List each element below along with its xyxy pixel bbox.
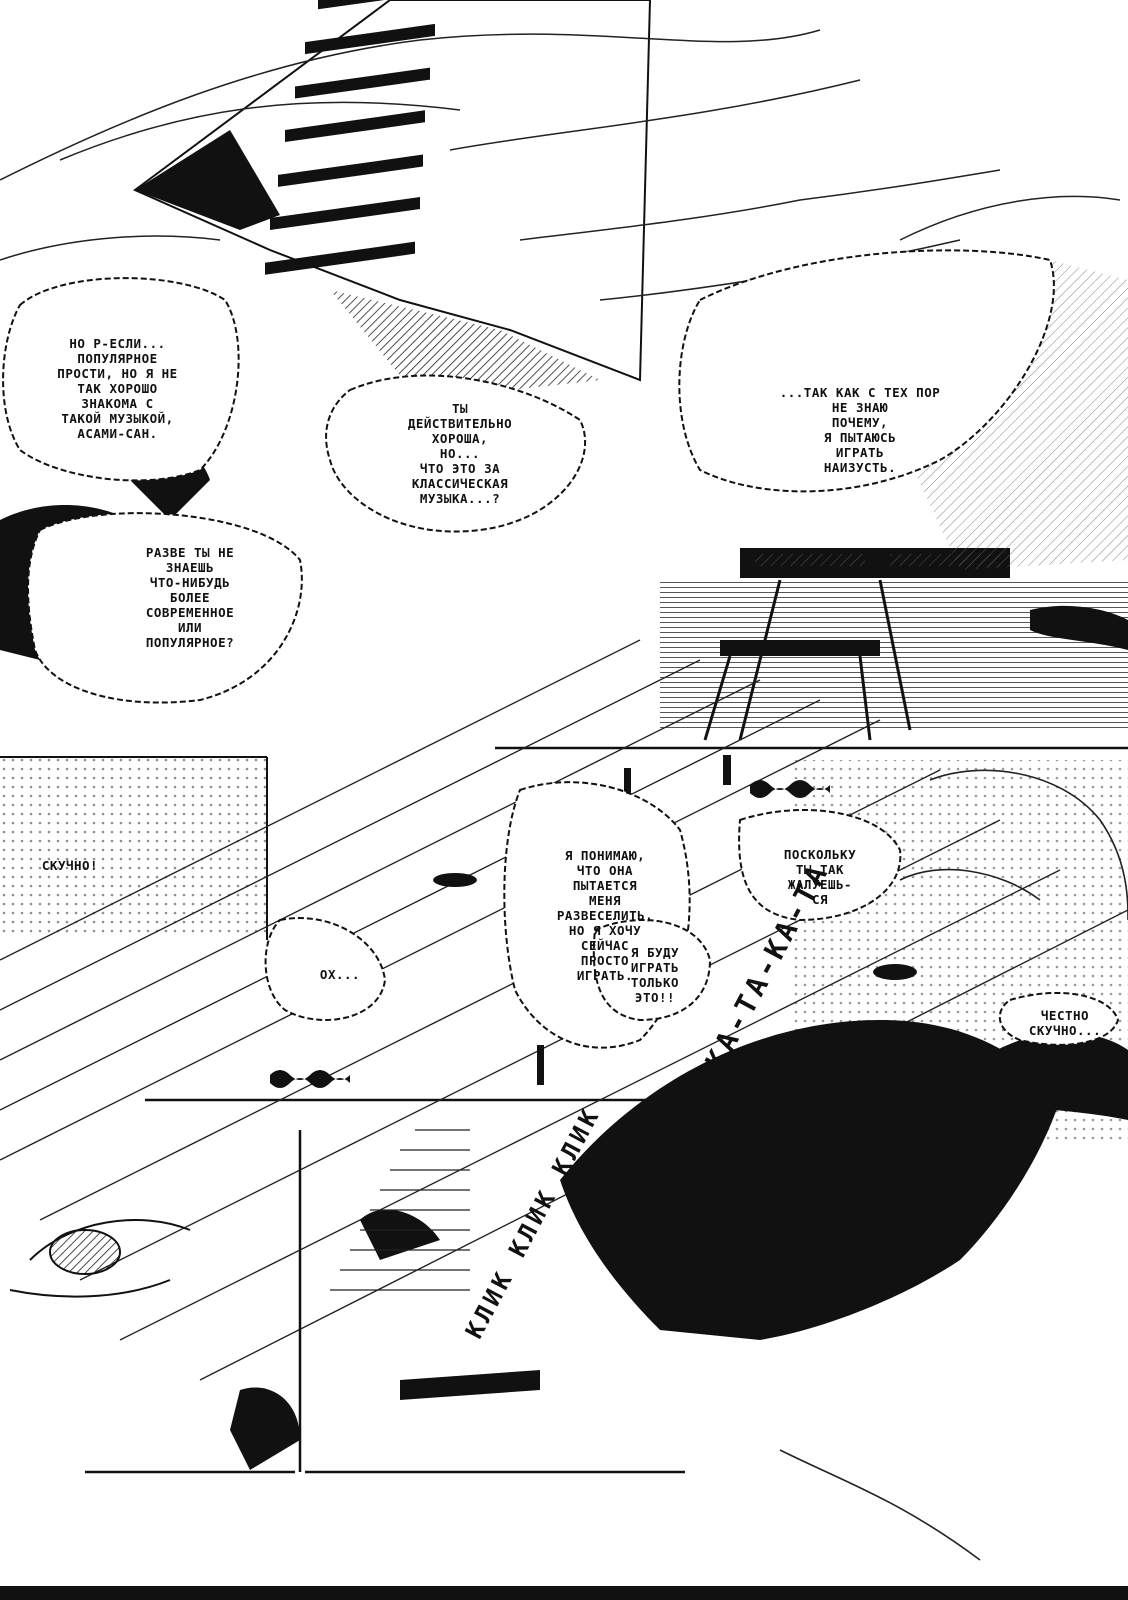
panel-center-border [145,746,1128,1102]
speech-bubble-7: ОХ... [319,966,361,982]
character-eye [9,1219,191,1298]
bubble-outline-9 [592,919,712,1022]
bottom-edge [0,1586,1128,1600]
bubble-outline-1 [2,277,240,482]
speech-bubble-4: ...ТАК КАК С ТЕХ ПОР НЕ ЗНАЮ ПОЧЕМУ, Я П… [779,385,941,475]
speech-bubble-3: РАЗВЕ ТЫ НЕ ЗНАЕШЬ ЧТО-НИБУДЬ БОЛЕЕ СОВР… [145,545,235,650]
music-room-illustration [660,260,1128,741]
bubble-outline-4 [678,249,1055,493]
bubble-outline-7 [264,917,387,1021]
speech-bubble-2: ТЫ ДЕЙСТВИТЕЛЬНО ХОРОША, НО... ЧТО ЭТО З… [407,400,513,506]
speech-bubble-8: ПОСКОЛЬКУ ТЫ ТАК ЖАЛУЕШЬ- СЯ [783,847,857,907]
speech-bubble-10: ЧЕСТНО СКУЧНО... [1028,1007,1102,1038]
speech-bubble-6: Я ПОНИМАЮ, ЧТО ОНА ПЫТАЕТСЯ МЕНЯ РАЗВЕСЕ… [556,847,654,983]
character-hair-large [230,1020,1128,1470]
bubble-outline-10 [998,991,1120,1046]
speech-bubble-5: СКУЧНО! [41,857,99,873]
face-contour [779,769,1128,1561]
panel-left-dotted [0,756,268,940]
bubble-outline-8 [738,809,902,922]
speech-bubble-9: Я БУДУ ИГРАТЬ ТОЛЬКО ЭТО!! [630,945,680,1005]
staircase-motif [330,1129,470,1291]
piano-keyboard-illustration [133,0,652,400]
hand-line-art [0,29,1121,301]
bubble-outline-2 [325,374,586,533]
bubble-outline-3 [27,512,303,704]
speech-bubble-1: НО Р-ЕСЛИ... ПОПУЛЯРНОЕ ПРОСТИ, НО Я НЕ … [57,335,178,441]
panel-bottom-borders [85,1130,685,1474]
